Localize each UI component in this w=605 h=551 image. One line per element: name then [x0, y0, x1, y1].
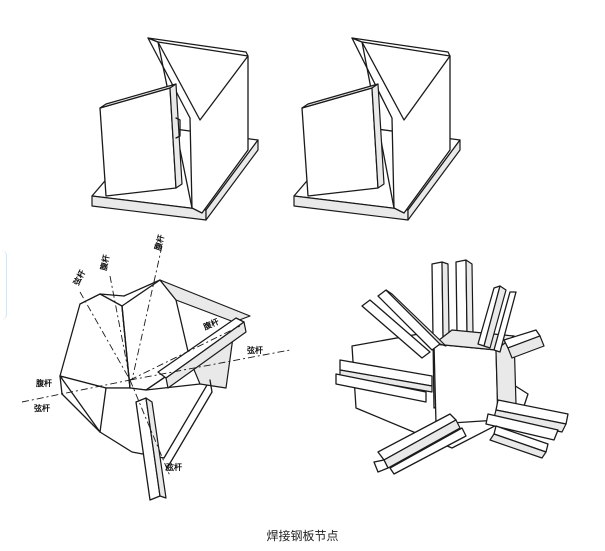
label-chord-left: 弦杆 [34, 403, 50, 413]
plate-node-1 [91, 37, 259, 221]
figure-caption: 焊接钢板节点 [266, 529, 339, 543]
plate-node-2 [293, 37, 461, 221]
label-chord-top: 弦杆 [71, 268, 87, 287]
gusset-node-with-axes: 弦杆 腹杆 腹杆 腹杆 弦杆 腹杆 弦杆 弦杆 [21, 233, 291, 501]
label-chord-bottom: 弦杆 [166, 462, 182, 472]
label-web-right: 腹杆 [201, 316, 221, 332]
edge-artifact [0, 250, 7, 320]
label-chord-right: 弦杆 [247, 345, 263, 355]
angle-member-node [335, 259, 569, 475]
label-web-left: 腹杆 [35, 378, 52, 388]
label-web-top-2: 腹杆 [152, 233, 166, 252]
steel-plate-joint-illustration: 弦杆 腹杆 腹杆 腹杆 弦杆 腹杆 弦杆 弦杆 [21, 37, 569, 501]
label-web-top-1: 腹杆 [98, 254, 111, 273]
caption-bar: 焊接钢板节点 [0, 520, 605, 551]
